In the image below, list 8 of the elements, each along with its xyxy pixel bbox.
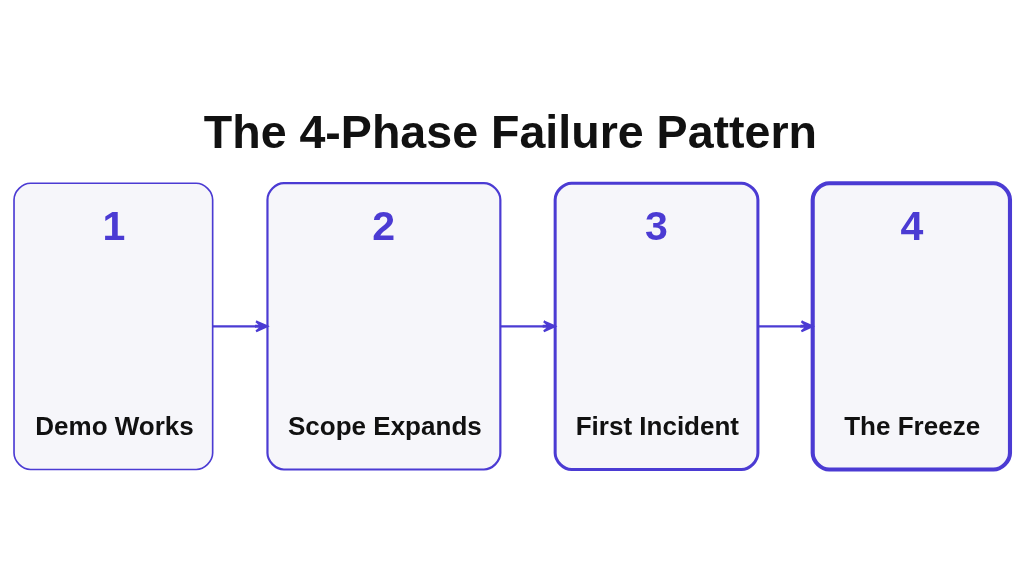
- node-box: 4 The Freeze: [810, 181, 1013, 472]
- arrow: [212, 320, 269, 333]
- node-box: 1 Demo Works: [13, 182, 214, 471]
- arrow: [500, 320, 556, 333]
- node-box: 2 Scope Expands: [266, 182, 502, 471]
- node-box: 3 First Incident: [553, 181, 760, 472]
- arrow: [758, 320, 814, 333]
- diagram-title: The 4-Phase Failure Pattern: [203, 105, 818, 158]
